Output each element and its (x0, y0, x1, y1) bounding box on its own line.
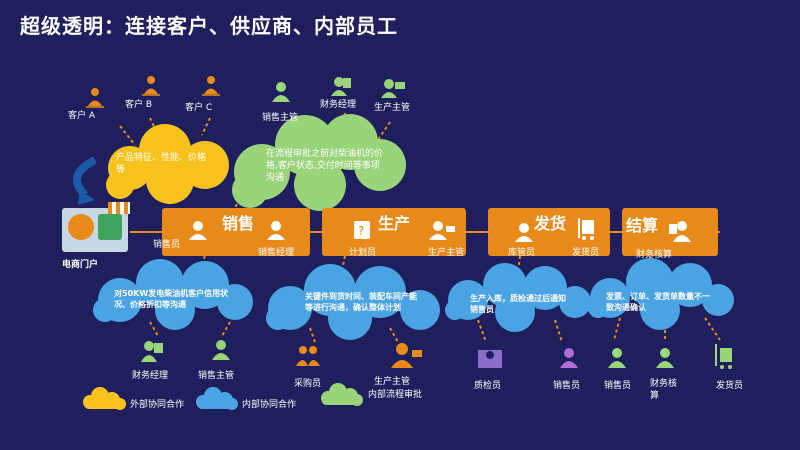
planner-icon: ? (352, 220, 372, 244)
warehouse-keeper-icon (514, 222, 534, 246)
customer-c-icon (202, 74, 220, 100)
legend-cloud-yellow (83, 387, 126, 410)
sales-manager-icon (266, 220, 286, 244)
cloud-blue-4-text: 发票、订单、发货单数量不一致沟通确认 (606, 292, 710, 312)
stage-sales-role-1: 销售员 (153, 240, 181, 250)
sales-manager-bottom-icon (210, 338, 232, 364)
legend-external-label: 外部协同合作 (130, 400, 185, 410)
portal-label: 电商门户 (62, 260, 99, 270)
shipper-icon (576, 218, 598, 244)
salesperson-g3-icon (558, 346, 580, 372)
stage-delivery-role-2: 发货员 (572, 248, 600, 258)
purchaser-icon (296, 344, 320, 372)
legend-internal-label: 内部协同合作 (242, 400, 297, 410)
sales-manager-top-label: 销售主管 (262, 113, 299, 123)
cloud-blue-2 (266, 264, 440, 340)
customer-b-icon (142, 74, 160, 100)
stage-production-role-2: 生产主管 (428, 248, 465, 258)
stage-sales (162, 208, 310, 256)
stage-sales-role-2: 销售经理 (258, 248, 295, 258)
g2-role-1: 采购员 (294, 379, 322, 389)
stage-sales-title: 销售 (222, 214, 255, 233)
inspector-icon (476, 346, 504, 374)
g1-role-2: 销售主管 (198, 371, 235, 381)
production-manager-icon (428, 220, 456, 244)
customer-c-label: 客户 C (185, 103, 213, 113)
salesperson-icon (188, 220, 208, 244)
cloud-yellow-text: 产品特征、性能、价格等 (116, 153, 207, 175)
production-manager-bottom-icon (388, 342, 422, 372)
stage-settlement-role-1: 财务核算 (636, 250, 673, 260)
legend-cloud-green (321, 383, 363, 406)
g3-role-1: 质检员 (474, 381, 502, 391)
stage-production-title: 生产 (378, 214, 411, 233)
g4-role-3: 发货员 (716, 381, 744, 391)
curved-arrow (73, 156, 97, 198)
g2-note: 内部流程审批 (368, 390, 423, 400)
cloud-blue-1-text: 对50KW发电柴油机客户信用状况、价格折扣等沟通 (114, 289, 229, 309)
stage-delivery-title: 发货 (534, 214, 567, 233)
cloud-yellow (106, 124, 229, 204)
customer-a-icon (86, 86, 104, 112)
finance-accountant-icon (668, 220, 692, 246)
salesperson-g4-icon (606, 346, 628, 372)
production-manager-top-label: 生产主管 (374, 103, 411, 113)
page-title: 超级透明：连接客户、供应商、内部员工 (20, 14, 398, 38)
production-manager-top-icon (380, 78, 406, 102)
cloud-blue-1 (93, 259, 253, 330)
g2-role-2: 生产主管 (374, 377, 411, 387)
cloud-green (232, 114, 406, 211)
shipper-bottom-icon (712, 344, 736, 374)
g4-role-2: 财务核算 (650, 379, 678, 401)
cloud-green-text: 在流程审批之前对柴油机的价格,客户状态,交付时间等事项沟通 (266, 149, 384, 183)
legend-cloud-blue (196, 387, 238, 410)
stage-settlement-title: 结算 (626, 216, 659, 235)
stage-delivery-role-1: 库管员 (508, 248, 536, 258)
portal-monitor-icon (62, 202, 130, 252)
customer-b-label: 客户 B (125, 100, 153, 110)
cloud-blue-3 (445, 263, 591, 332)
sales-manager-top-icon (270, 80, 292, 106)
g1-role-1: 财务经理 (132, 371, 169, 381)
stage-production-role-1: 计划员 (349, 248, 377, 258)
cloud-blue-2-text: 关键件到货时间、装配车间产能等进行沟通，确认整体计划 (305, 292, 417, 312)
finance-manager-top-label: 财务经理 (320, 100, 357, 110)
finance-accountant-bottom-icon (654, 346, 676, 372)
g3-role-2: 销售员 (553, 381, 581, 391)
cloud-blue-4 (588, 258, 734, 330)
stage-production (322, 208, 466, 256)
customer-a-label: 客户 A (68, 111, 96, 121)
finance-manager-top-icon (330, 76, 352, 100)
g4-role-1: 销售员 (604, 381, 632, 391)
cloud-blue-3-text: 生产入库，质检通过后通知销售员 (470, 294, 566, 314)
svg-text:?: ? (358, 224, 364, 238)
finance-manager-bottom-icon (140, 340, 164, 366)
